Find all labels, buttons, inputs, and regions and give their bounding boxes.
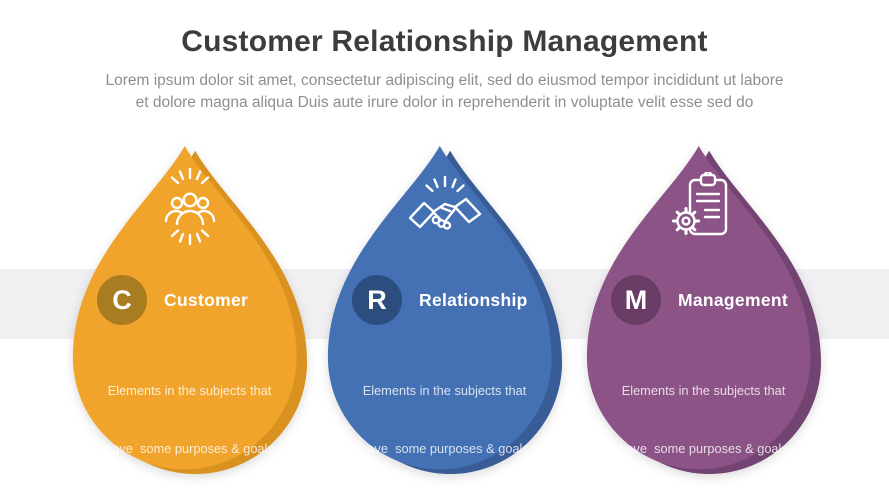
description-line: Elements in the subjects that [362,383,527,399]
handshake-rays-icon [403,174,487,253]
drop-title: Relationship [419,289,528,310]
teardrop-shape [72,145,308,475]
description-line: have some purposes & goals [619,440,788,456]
teardrop-shape [327,145,563,475]
badge-row: M Management [611,275,814,325]
teardrop-shape [586,145,822,475]
description-line: have some purposes & goals [360,440,529,456]
drop-description: Elements in the subjects that have some … [89,343,290,500]
badge-row: C Customer [97,275,300,325]
page-title: Customer Relationship Management [181,25,708,58]
drop-description: Elements in the subjects that have some … [603,343,804,500]
teardrop-customer: C Customer Elements in the subjects that… [71,144,308,500]
description-line: have some purposes & goals [105,440,274,456]
description-line: for the business company [603,497,804,500]
badge-letter: R [367,284,387,315]
clipboard-gear-icon [665,170,743,249]
drop-description: Elements in the subjects that have some … [344,343,545,500]
badge-letter: M [624,284,648,315]
subtitle-line-2: et dolore magna aliqua Duis aute irure d… [135,94,754,111]
badge-row: R Relationship [352,275,555,325]
drop-title: Customer [164,289,249,310]
letter-badge: C [97,275,147,325]
header: Customer Relationship Management Lorem i… [0,0,889,114]
drop-title: Management [678,289,788,310]
description-line: for the business company [344,497,545,500]
description-line: Elements in the subjects that [107,383,272,399]
page-subtitle: Lorem ipsum dolor sit amet, consectetur … [35,70,855,114]
team-people-rays-icon [150,166,230,255]
teardrop-management: M Management Elements in the subjects th… [585,144,822,500]
letter-badge: M [611,275,661,325]
subtitle-line-1: Lorem ipsum dolor sit amet, consectetur … [105,72,784,89]
description-line: Elements in the subjects that [621,383,786,399]
letter-badge: R [352,275,402,325]
description-line: for the business company [89,497,290,500]
badge-letter: C [112,284,132,315]
teardrop-relationship: R Relationship Elements in the subjects … [326,144,563,500]
